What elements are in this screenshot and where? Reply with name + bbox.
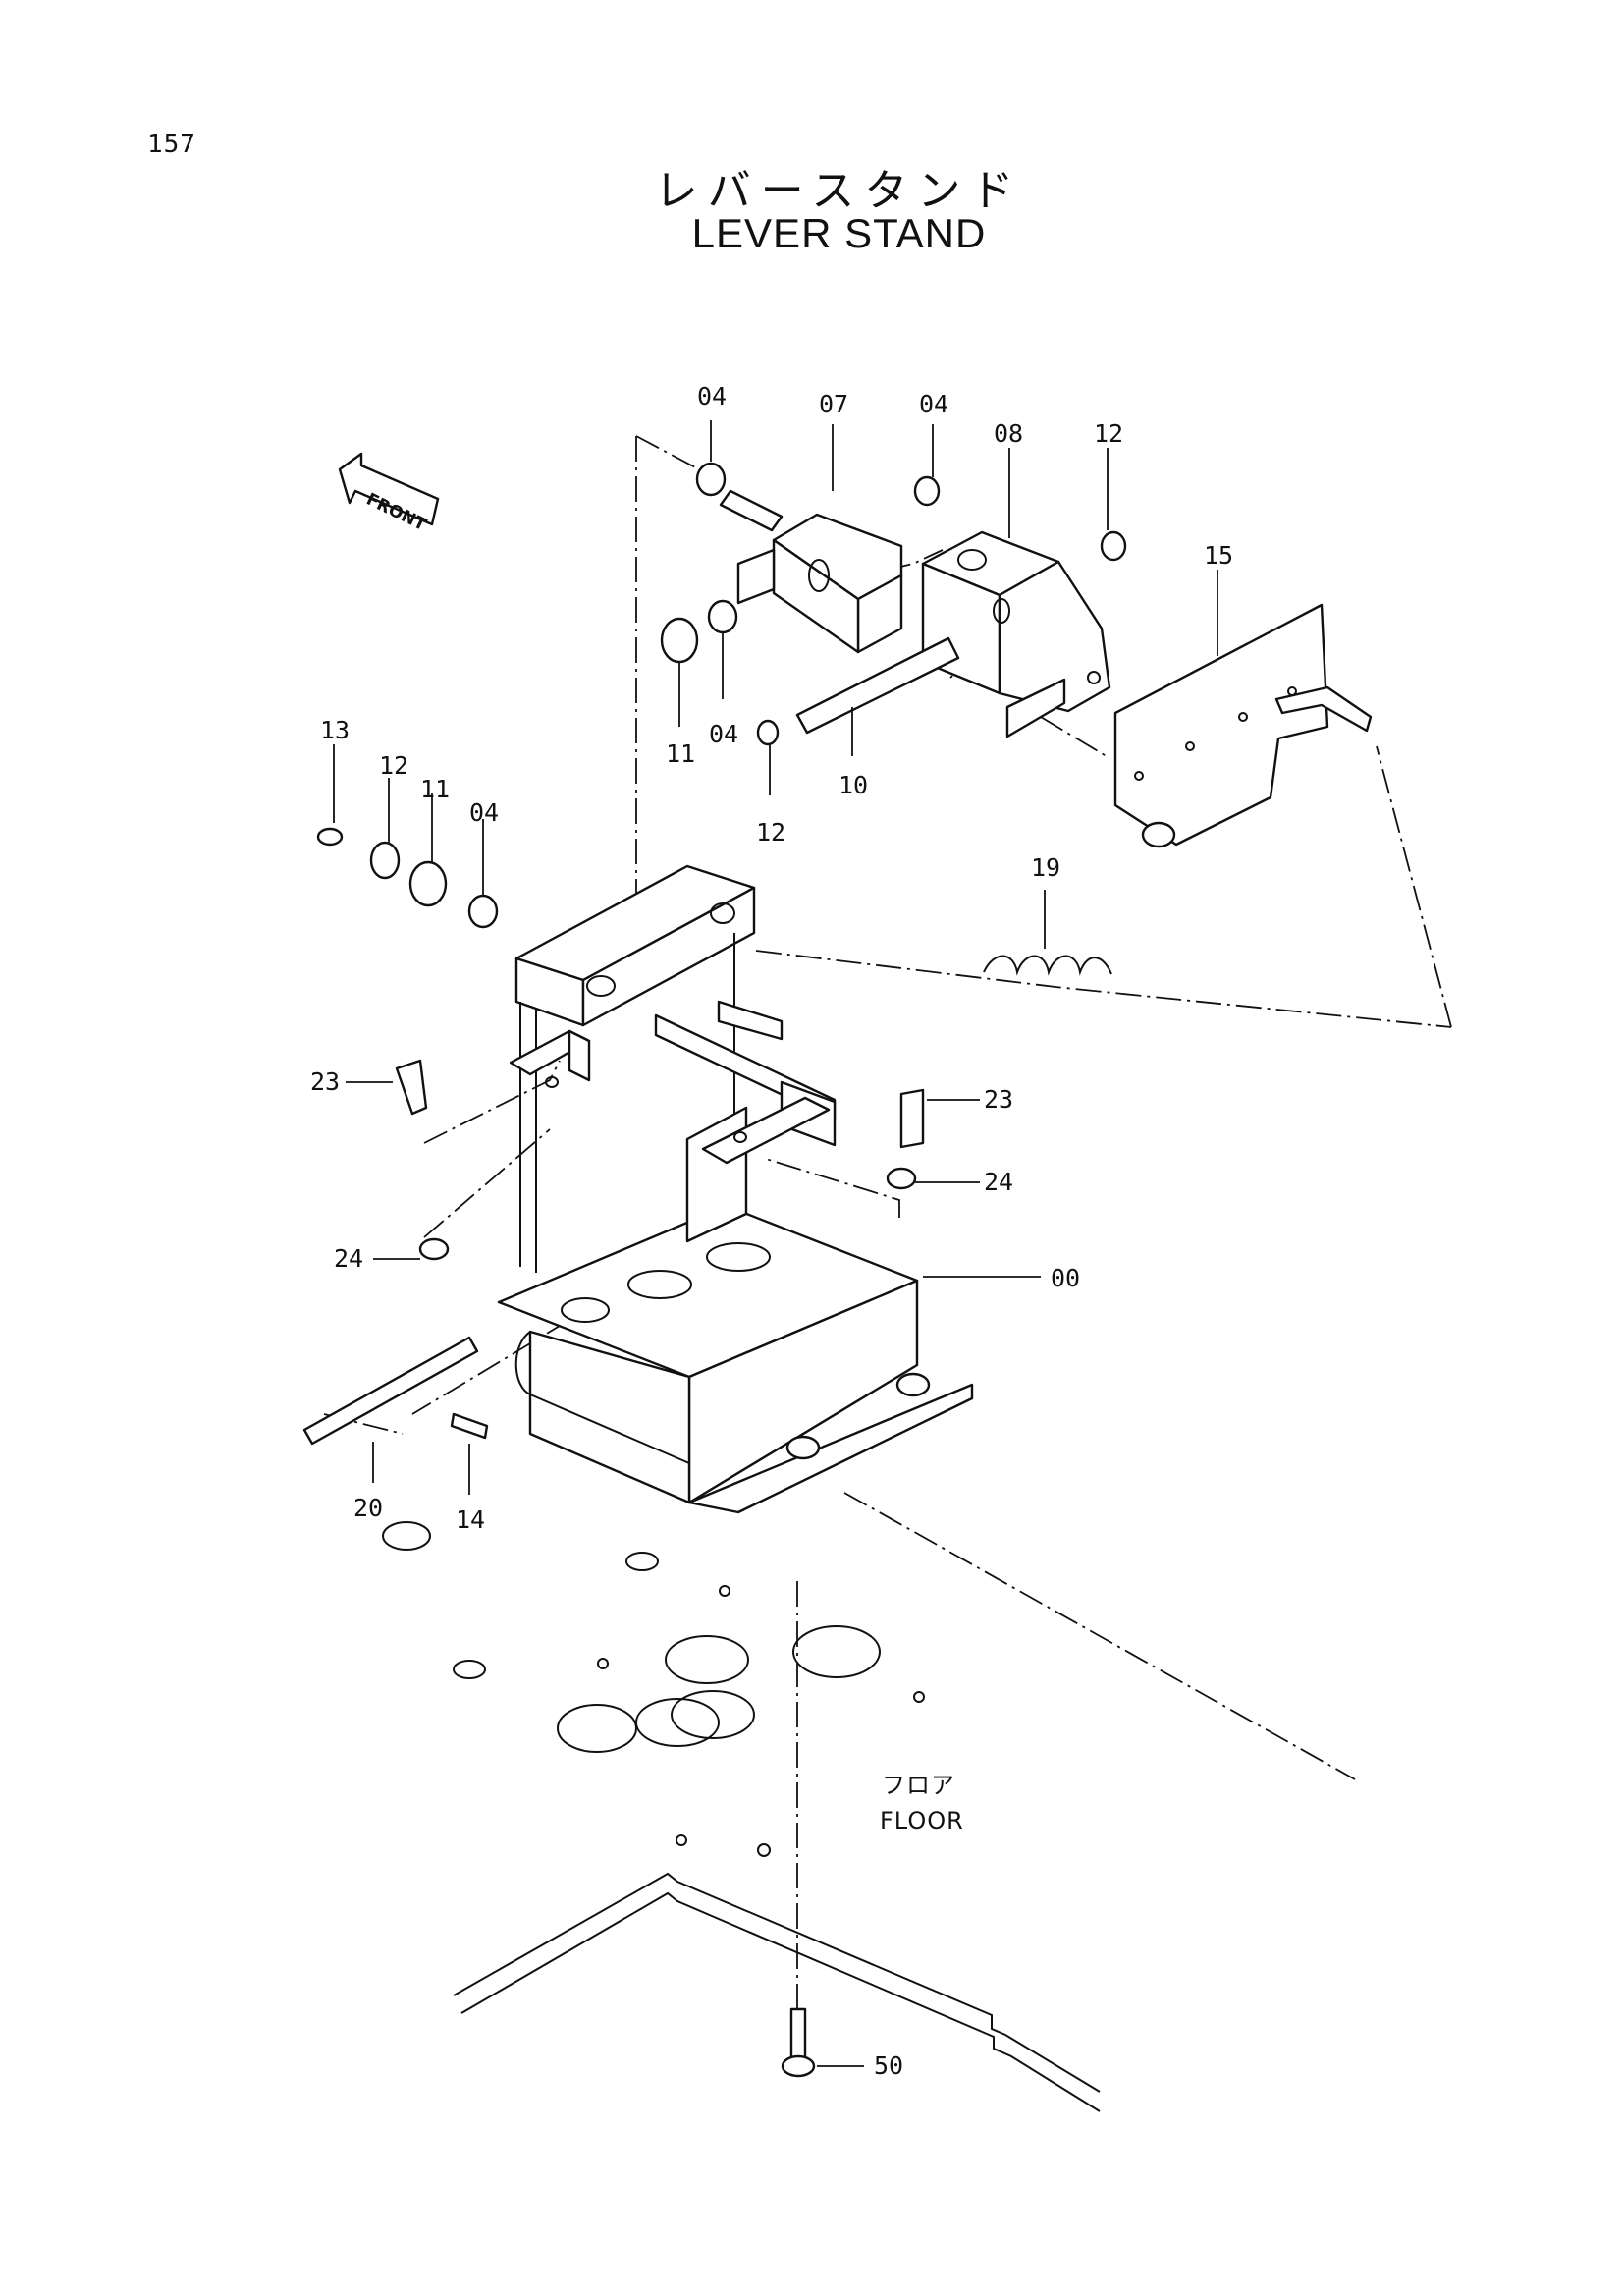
- washer-04-top-right: [913, 475, 941, 507]
- bolt-50: [789, 2007, 807, 2062]
- callout-50: 50: [874, 2051, 903, 2080]
- page-number: 157: [147, 130, 196, 159]
- spring-pin-14: [450, 1412, 489, 1440]
- callout-24: 24: [984, 1168, 1013, 1196]
- nut-24-left: [418, 1237, 450, 1261]
- snap-ring-12-mid: [756, 719, 780, 746]
- washer-11-left: [408, 860, 448, 907]
- front-direction-arrow: FRONT: [338, 452, 440, 535]
- callout-leaders: [333, 420, 1218, 2067]
- grease-fitting-13: [316, 827, 344, 847]
- callout-04: 04: [919, 390, 948, 418]
- lever-pivot-07: [719, 489, 903, 654]
- callout-04: 04: [697, 382, 727, 410]
- washer-04-left: [467, 894, 499, 929]
- washer-04-top-left: [695, 462, 727, 497]
- lever-stand-upper-frame: [509, 864, 837, 1273]
- washer-11-mid: [660, 617, 699, 664]
- callout-07: 07: [819, 390, 848, 418]
- small-parts: [302, 462, 1127, 2078]
- page-title: LEVER STAND: [691, 210, 987, 256]
- bracket-08: [921, 530, 1111, 738]
- callout-15: 15: [1204, 541, 1233, 570]
- callout-04: 04: [709, 720, 738, 748]
- callout-23: 23: [310, 1067, 340, 1096]
- bolt-23-left: [395, 1059, 428, 1116]
- callout-04: 04: [469, 798, 499, 827]
- callout-20: 20: [353, 1494, 383, 1522]
- lever-stand-base: [497, 1204, 974, 1514]
- snap-ring-12-left: [369, 841, 401, 880]
- callout-11: 11: [666, 739, 695, 768]
- snap-ring-12-right: [1100, 530, 1127, 562]
- callout-12: 12: [756, 818, 785, 847]
- washer-04-mid: [707, 599, 738, 634]
- pin-10: [795, 636, 960, 735]
- callout-00: 00: [1051, 1264, 1080, 1292]
- callout-19: 19: [1031, 853, 1060, 882]
- page-title-japanese: レバースタンド: [654, 166, 1024, 216]
- pin-20: [302, 1336, 479, 1446]
- callout-10: 10: [839, 771, 868, 799]
- callout-12: 12: [1094, 419, 1123, 448]
- spring-19: [983, 955, 1112, 976]
- nut-24-right: [886, 1167, 917, 1190]
- callout-08: 08: [994, 419, 1023, 448]
- callout-13: 13: [320, 716, 350, 744]
- callout-23: 23: [984, 1085, 1013, 1114]
- floor-label: FLOOR: [880, 1807, 964, 1834]
- floor-label-japanese: フロア: [882, 1772, 955, 1799]
- bolt-23-right: [899, 1088, 925, 1149]
- callout-14: 14: [456, 1505, 485, 1534]
- floor-panel: [382, 1521, 1101, 2112]
- callout-24: 24: [334, 1244, 363, 1273]
- callout-12: 12: [379, 751, 408, 780]
- callout-11: 11: [420, 775, 450, 803]
- callout-labels: 04 07 04 08 12 15 11 04 10 12 13 12 11 0…: [310, 382, 1233, 2080]
- plate-15: [1113, 603, 1373, 848]
